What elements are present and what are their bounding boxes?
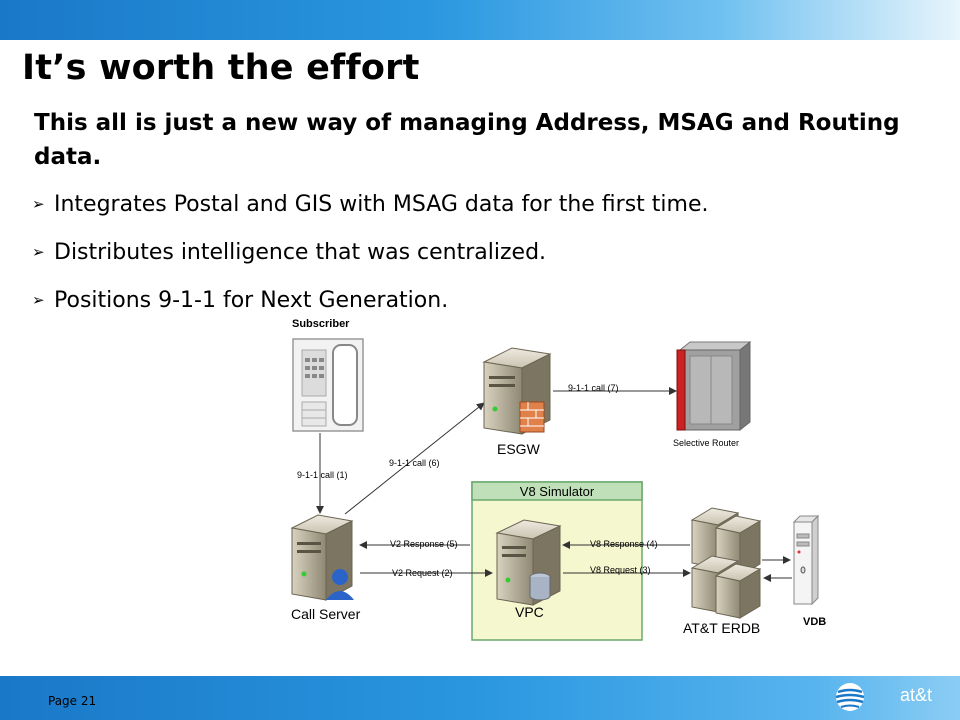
arrow-bullet-icon: ➢ [32,243,45,261]
subscriber-label: Subscriber [292,318,350,330]
bullet-text: Distributes intelligence that was centra… [54,240,547,265]
bullet-text: Positions 9-1-1 for Next Generation. [54,288,449,313]
header-bar [0,0,960,40]
vdb-tower-icon [792,514,820,606]
erdb-server-cluster-icon [690,507,762,619]
call-server-label: Call Server [291,606,361,622]
att-logo-text: at&t [899,685,932,705]
phone-icon [292,338,364,432]
v2-response-label: V2 Response (5) [390,539,458,549]
footer-bar [0,676,960,720]
v2-request-label: V2 Request (2) [392,568,453,578]
v8-request-label: V8 Request (3) [590,565,651,575]
call-6-label: 9-1-1 call (6) [389,458,440,468]
selective-router-icon [676,340,752,432]
call-server-icon [290,514,354,601]
page-title: It’s worth the effort [22,48,420,88]
vpc-server-icon [495,519,562,606]
call-1-label: 9-1-1 call (1) [297,470,348,480]
v8-response-label: V8 Response (4) [590,539,658,549]
vpc-label: VPC [515,604,544,620]
intro-text: This all is just a new way of managing A… [34,110,900,170]
att-globe-logo-icon [835,683,865,711]
page-number: Page 21 [48,694,97,708]
bullet-item: ➢ Positions 9-1-1 for Next Generation. [32,281,709,329]
vdb-label: VDB [803,616,826,628]
esgw-server-icon [482,347,552,435]
bullet-list: ➢ Integrates Postal and GIS with MSAG dat… [32,185,709,329]
bullet-item: ➢ Integrates Postal and GIS with MSAG dat… [32,185,709,233]
esgw-label: ESGW [497,441,541,457]
arrow-bullet-icon: ➢ [32,291,45,309]
call-7-label: 9-1-1 call (7) [568,383,619,393]
bullet-item: ➢ Distributes intelligence that was centr… [32,233,709,281]
erdb-label: AT&T ERDB [683,620,760,636]
v8-simulator-title: V8 Simulator [520,484,595,499]
bullet-text: Integrates Postal and GIS with MSAG data… [54,192,709,217]
arrow-bullet-icon: ➢ [32,195,45,213]
selective-router-label: Selective Router [673,438,739,448]
